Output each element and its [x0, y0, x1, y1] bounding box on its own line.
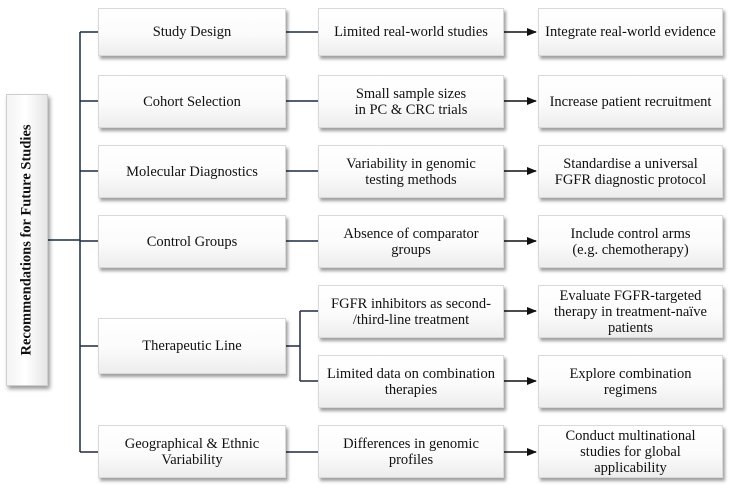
issue-genomic-profile-differences: Differences in genomic profiles — [318, 425, 504, 478]
issue-absence-comparator: Absence of comparator groups — [318, 215, 504, 268]
category-geographical-ethnic-variability: Geographical & Ethnic Variability — [98, 425, 286, 478]
issue-genomic-testing-variability: Variability in genomic testing methods — [318, 145, 504, 198]
issue-fgfr-second-third-line: FGFR inhibitors as second- /third-line t… — [318, 285, 504, 338]
recommendation-evaluate-treatment-naive: Evaluate FGFR-targeted therapy in treatm… — [538, 285, 723, 338]
category-control-groups: Control Groups — [98, 215, 286, 268]
recommendation-standardise-protocol: Standardise a universal FGFR diagnostic … — [538, 145, 723, 198]
issue-limited-combination-data: Limited data on combination therapies — [318, 355, 504, 408]
root-label: Recommendations for Future Studies — [18, 124, 35, 356]
category-therapeutic-line: Therapeutic Line — [98, 318, 286, 374]
root-node: Recommendations for Future Studies — [6, 94, 48, 386]
category-molecular-diagnostics: Molecular Diagnostics — [98, 145, 286, 198]
recommendation-control-arms: Include control arms (e.g. chemotherapy) — [538, 215, 723, 268]
recommendation-increase-recruitment: Increase patient recruitment — [538, 75, 723, 128]
recommendation-combination-regimens: Explore combination regimens — [538, 355, 723, 408]
category-study-design: Study Design — [98, 8, 286, 56]
recommendation-integrate-rwe: Integrate real-world evidence — [538, 8, 723, 56]
recommendation-multinational-studies: Conduct multinational studies for global… — [538, 425, 723, 478]
issue-small-sample-sizes: Small sample sizes in PC & CRC trials — [318, 75, 504, 128]
issue-limited-real-world: Limited real-world studies — [318, 8, 504, 56]
category-cohort-selection: Cohort Selection — [98, 75, 286, 128]
